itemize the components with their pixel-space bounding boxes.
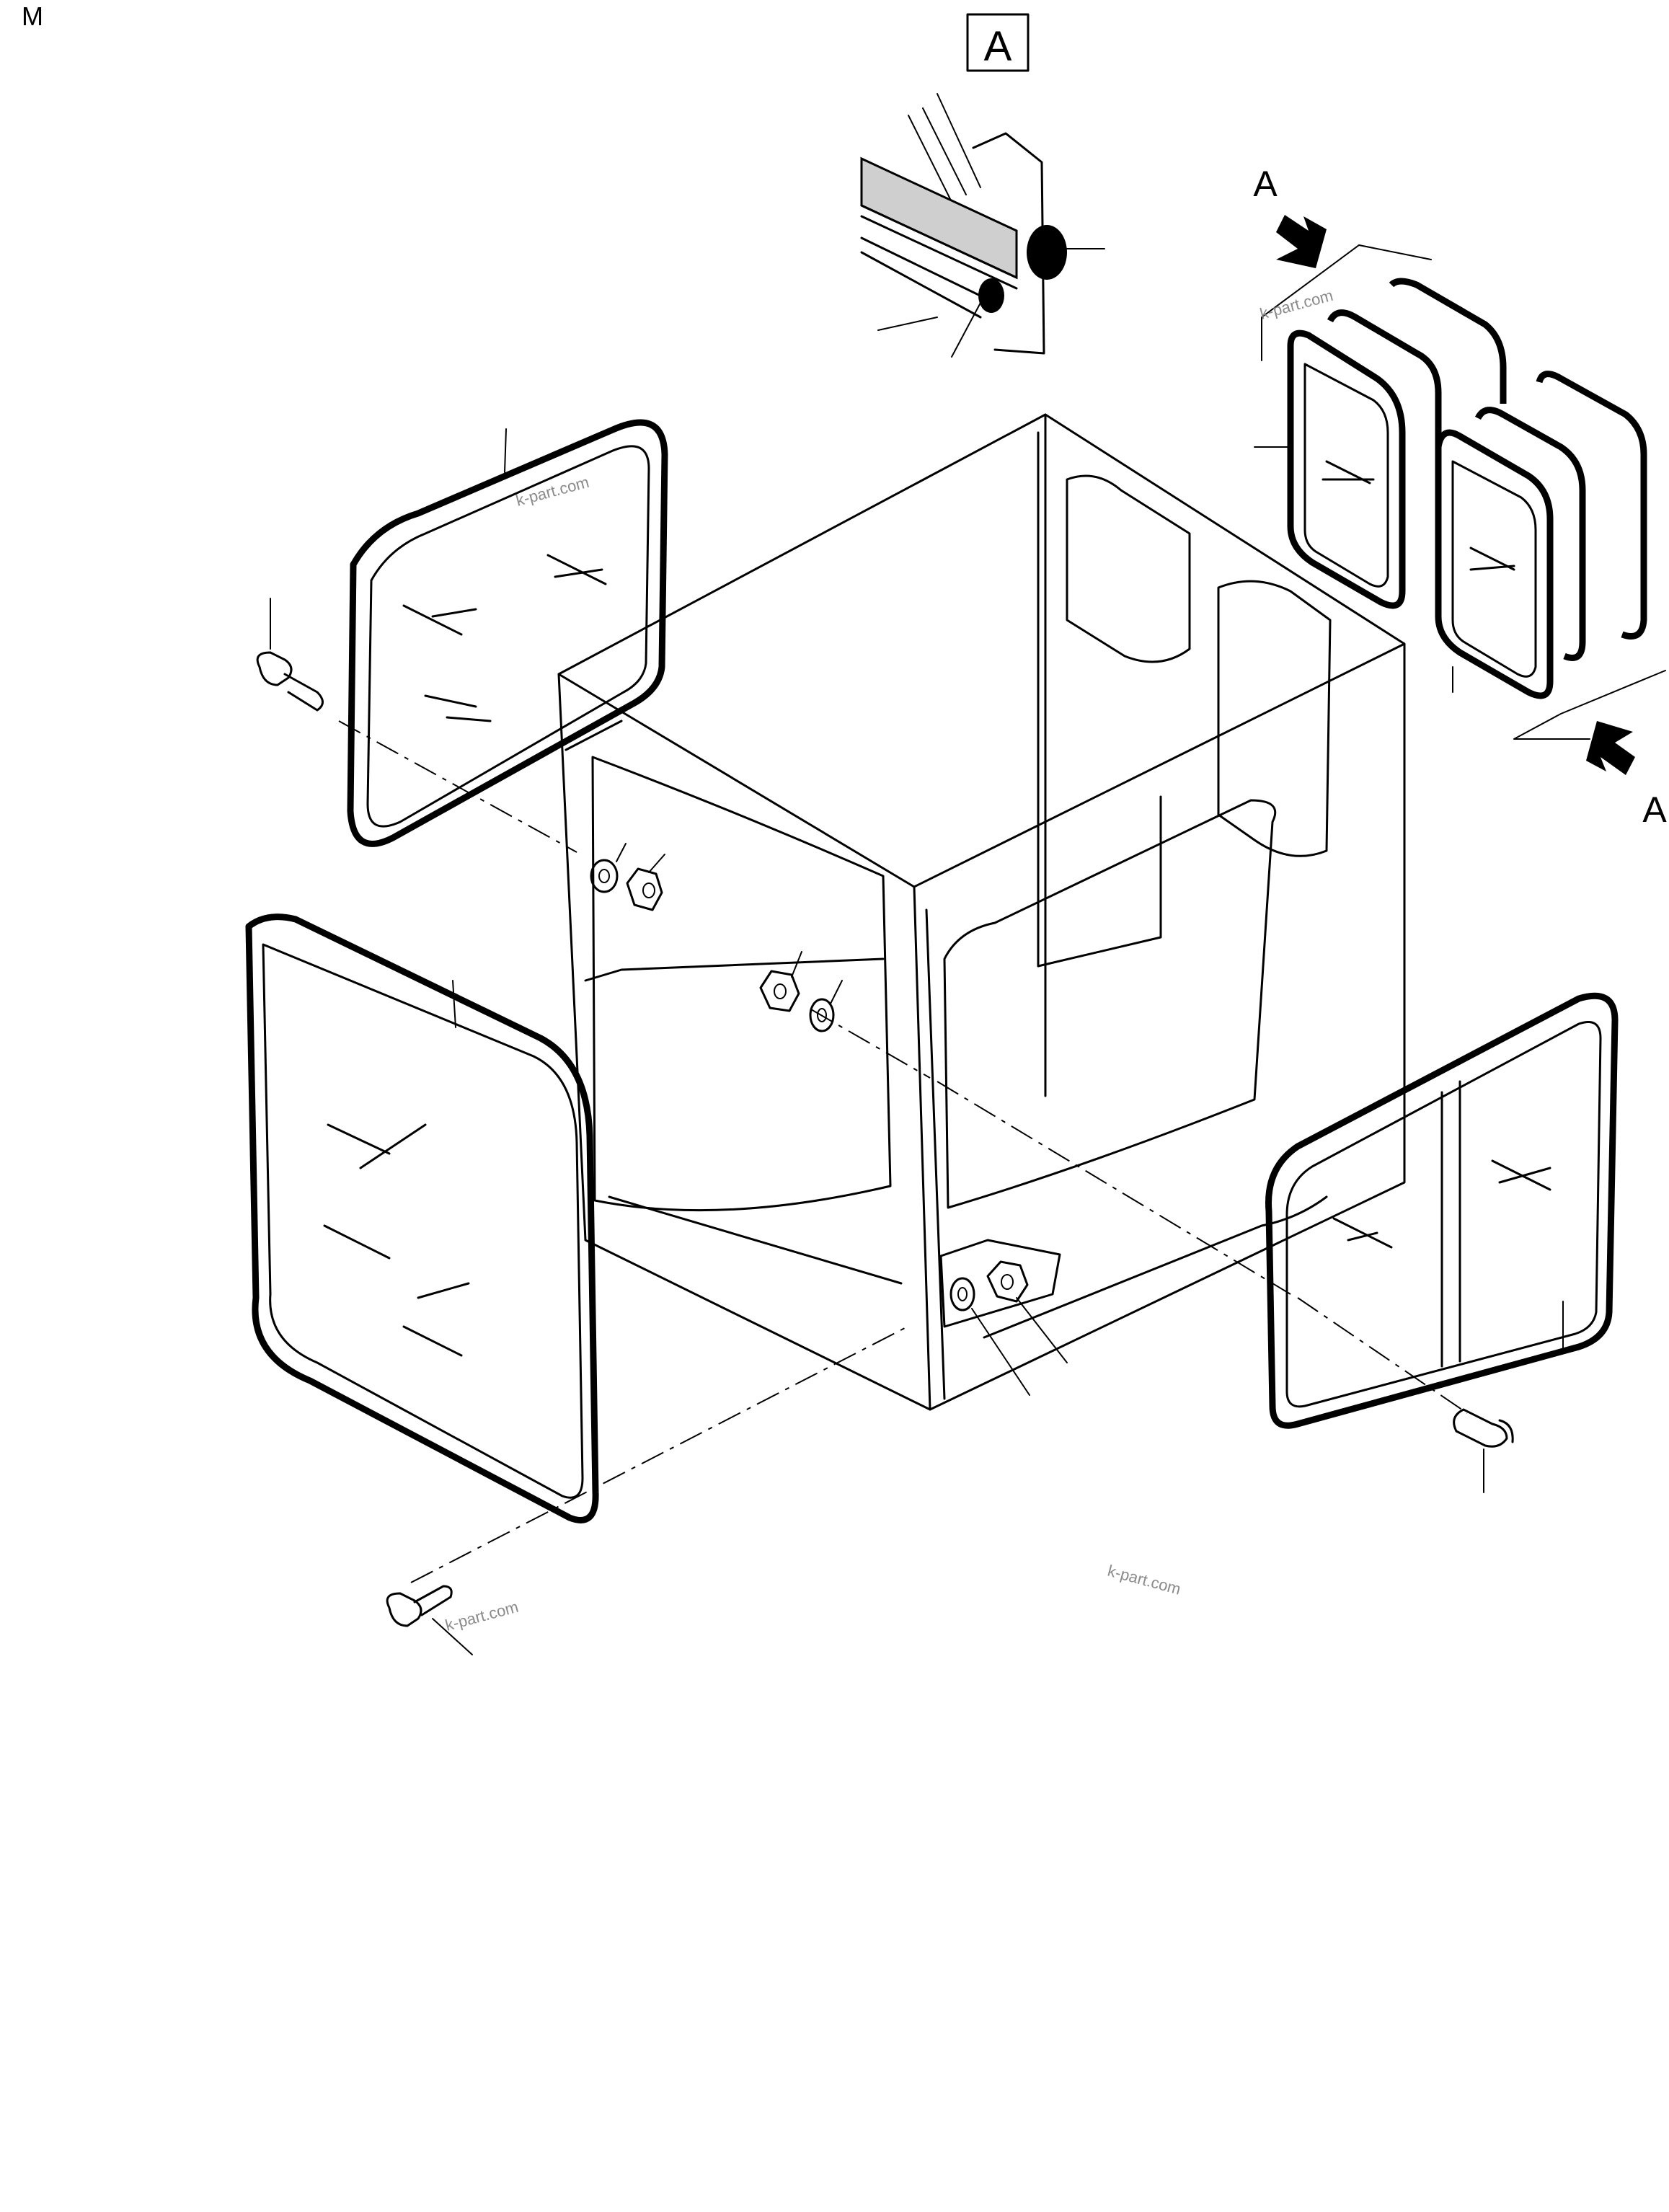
nut-icon bbox=[986, 1260, 1029, 1303]
detail-label-box: A bbox=[966, 13, 1030, 72]
window-glass-panel-upper-left bbox=[347, 419, 668, 847]
view-arrow-bottom: A bbox=[1586, 721, 1667, 830]
seal-profile-detail bbox=[860, 93, 1105, 461]
view-arrow-icon bbox=[1586, 721, 1635, 775]
cab-frame bbox=[557, 413, 1406, 1411]
nut-washer-bottom bbox=[949, 1260, 1068, 1396]
screw-icon-upper-left bbox=[256, 598, 324, 712]
watermark: k-part.com bbox=[1106, 1562, 1183, 1598]
view-arrow-label-top: A bbox=[1253, 164, 1278, 204]
nut-icon bbox=[626, 867, 663, 911]
view-arrow-icon bbox=[1276, 215, 1327, 268]
seal-frames-group bbox=[1254, 244, 1666, 740]
page-letter: M bbox=[22, 1, 43, 31]
nut-icon bbox=[759, 970, 800, 1012]
screw-icon-lower-left bbox=[386, 1585, 473, 1655]
view-arrow-top: A bbox=[1253, 164, 1327, 268]
nut-washer-upper bbox=[590, 843, 665, 911]
view-arrow-label-bottom: A bbox=[1642, 789, 1667, 830]
detail-label-text: A bbox=[984, 23, 1012, 70]
washer-icon bbox=[590, 859, 619, 893]
nut-washer-middle bbox=[759, 951, 843, 1032]
window-glass-panel-lower-left bbox=[245, 913, 599, 1523]
screw-icon-right bbox=[1453, 1408, 1514, 1493]
washer-icon bbox=[949, 1277, 975, 1311]
watermark: k-part.com bbox=[443, 1598, 521, 1634]
window-glass-panel-right bbox=[1265, 992, 1619, 1429]
washer-icon bbox=[809, 998, 835, 1032]
assembly-axes bbox=[338, 720, 1468, 1583]
